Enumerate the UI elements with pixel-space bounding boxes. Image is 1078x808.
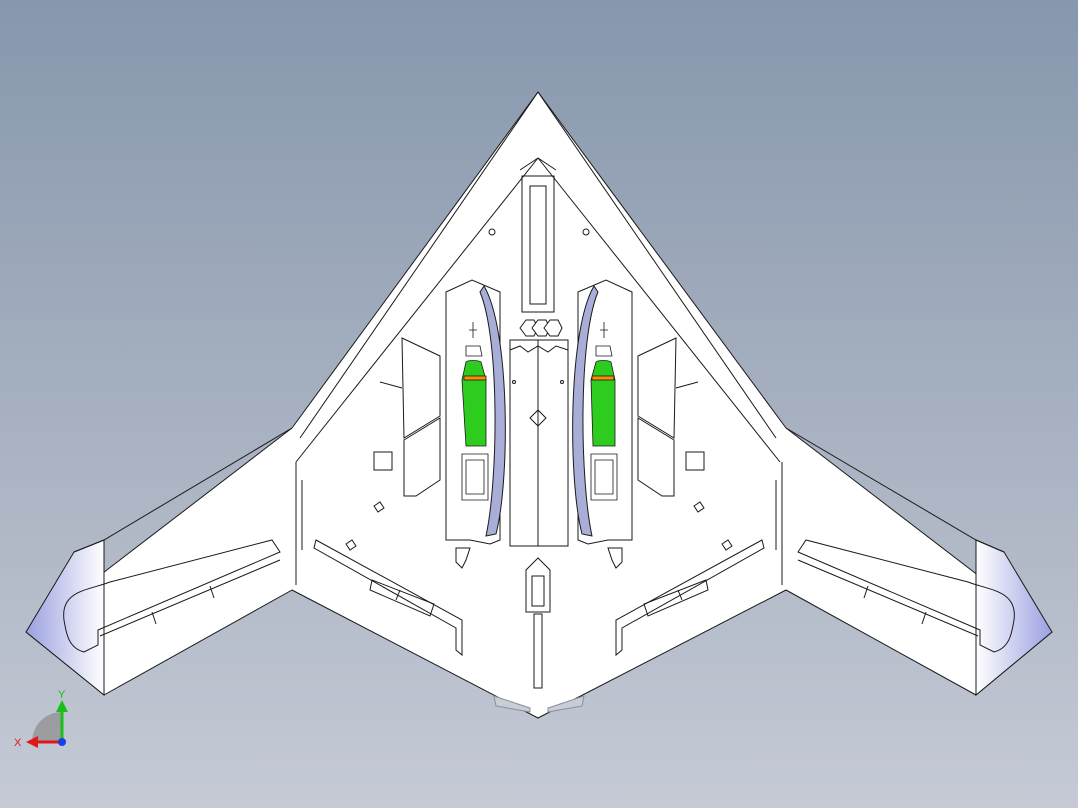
inner-chine-left [295, 157, 539, 463]
munition-left [461, 322, 489, 501]
x-arrow-icon [26, 736, 38, 748]
z-axis-dot [58, 738, 66, 746]
inner-chine-right [537, 157, 781, 463]
central-spine [509, 175, 569, 689]
fuselage-planform [25, 91, 1053, 719]
wing-panel-lines [63, 462, 1015, 653]
munition-right [590, 322, 618, 501]
chine-line-left [299, 91, 539, 439]
nose-panel [519, 157, 557, 171]
x-axis-label: X [14, 737, 22, 749]
bay-door-right [572, 285, 599, 537]
exhaust [493, 695, 585, 713]
aft-panels [313, 539, 765, 657]
fasteners [345, 228, 733, 551]
airframe-body [25, 91, 1053, 719]
triad-arc [32, 712, 62, 742]
y-arrow-icon [56, 700, 68, 712]
chine-line-right [537, 91, 777, 439]
bay-door-left [479, 285, 506, 537]
hex-details [519, 319, 563, 337]
side-doors [379, 337, 699, 497]
y-axis-label: Y [58, 689, 66, 701]
